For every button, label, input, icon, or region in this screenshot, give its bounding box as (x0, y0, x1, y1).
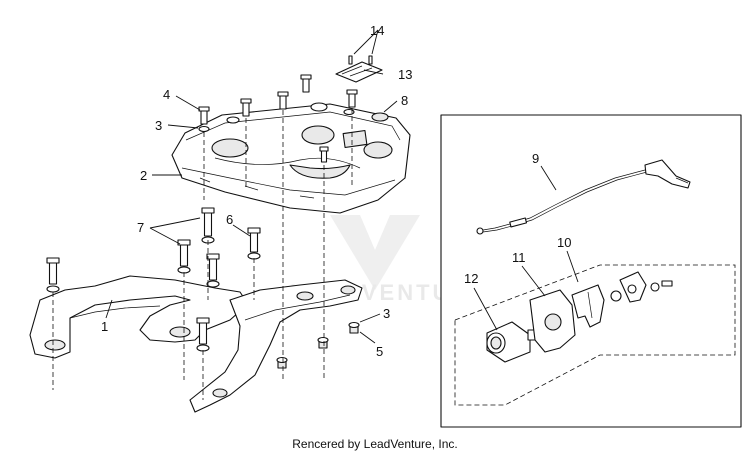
callout-10: 10 (557, 235, 571, 250)
callout-9: 9 (532, 151, 539, 166)
cover-plate (335, 55, 383, 83)
callout-14: 14 (370, 23, 384, 38)
small-hardware (610, 271, 673, 303)
callout-1: 1 (101, 319, 108, 334)
callout-12: 12 (464, 271, 478, 286)
washers-top (198, 102, 389, 133)
lock-kit-inset (440, 114, 742, 428)
bolts-lower (46, 207, 261, 352)
nuts (276, 321, 360, 369)
callout-7: 7 (137, 220, 144, 235)
leader-lines (105, 29, 579, 344)
callout-8: 8 (401, 93, 408, 108)
callout-13: 13 (398, 67, 412, 82)
latch (571, 284, 605, 328)
callout-4: 4 (163, 87, 170, 102)
callout-2: 2 (140, 168, 147, 183)
screws-top (198, 74, 358, 163)
lock-plate (529, 289, 576, 353)
carrier-bracket[interactable] (29, 275, 363, 413)
callout-5: 5 (376, 344, 383, 359)
callout-3-top: 3 (155, 118, 162, 133)
callout-3-lower: 3 (383, 306, 390, 321)
alignment-lines (52, 108, 353, 400)
footer-credit: Rencered by LeadVenture, Inc. (292, 437, 458, 451)
base-plate[interactable] (171, 103, 411, 214)
callout-6: 6 (226, 212, 233, 227)
lock-cylinder (486, 321, 537, 363)
callout-labels: 1 2 3 3 4 5 6 7 8 9 10 11 12 13 14 (101, 23, 571, 359)
callout-11: 11 (512, 250, 526, 265)
